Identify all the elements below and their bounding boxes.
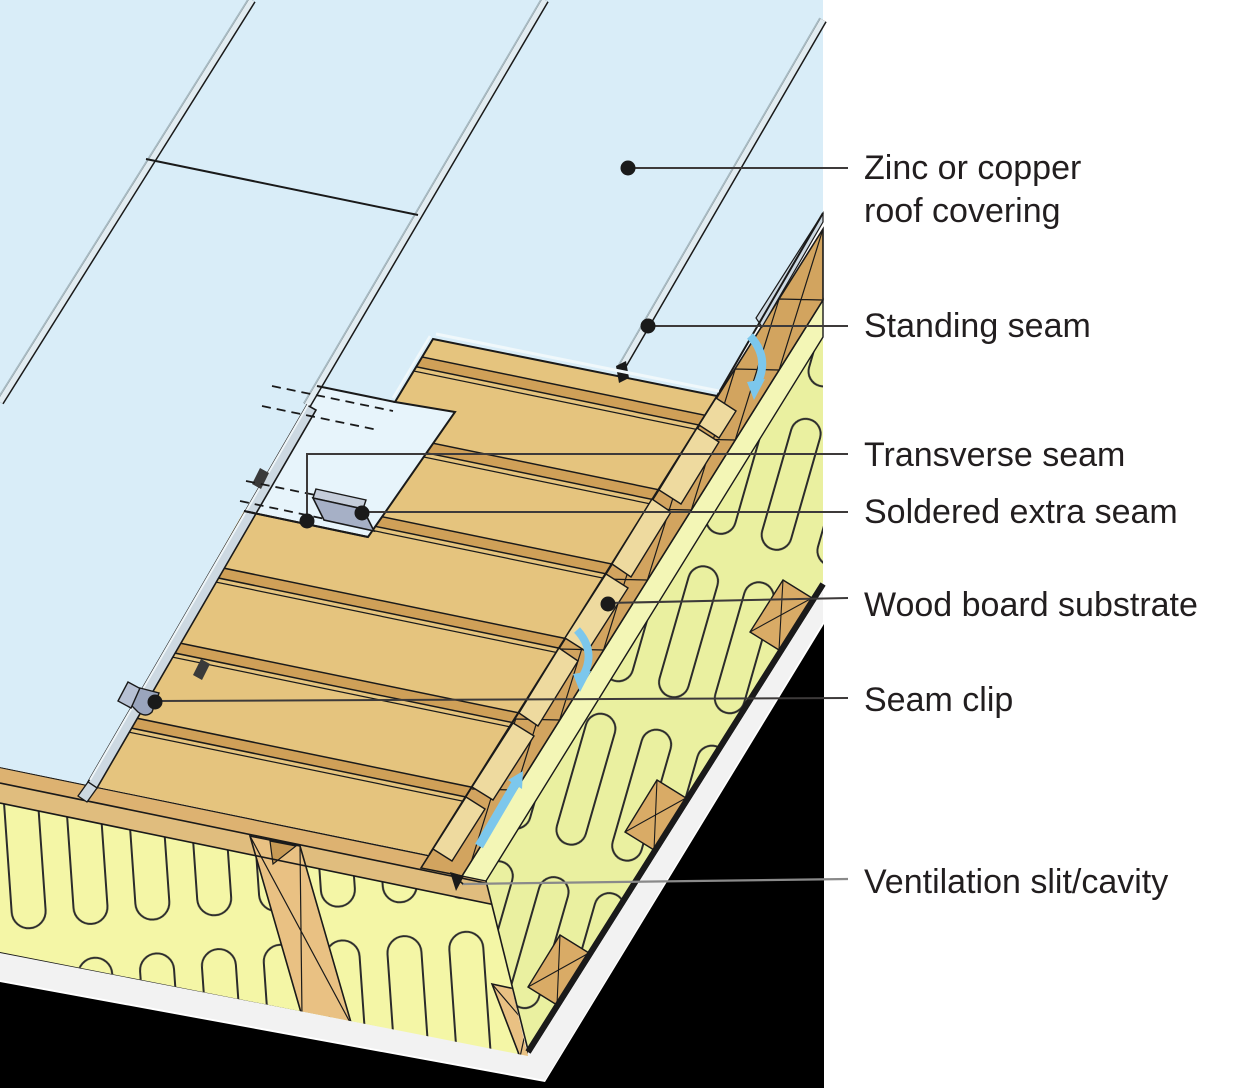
cut-edge-highlight xyxy=(391,335,432,399)
leader-lines xyxy=(154,167,849,886)
airflow-arrows xyxy=(475,333,767,849)
transverse-seam-upper xyxy=(145,158,419,216)
roof-covering-plane xyxy=(0,0,823,785)
dot-seam-clip xyxy=(147,694,163,710)
edge-strip-fold xyxy=(77,781,98,803)
leader-wood-board xyxy=(607,597,849,604)
dot-transverse-seam xyxy=(299,513,315,529)
transverse-seam-visible xyxy=(316,385,396,403)
label-seam-clip: Seam clip xyxy=(864,681,1014,719)
cutaway-outline xyxy=(243,212,824,539)
leader-seam-clip xyxy=(154,697,849,702)
label-standing-seam: Standing seam xyxy=(864,307,1091,345)
shadow-area xyxy=(0,624,824,1088)
leader-dots xyxy=(147,160,656,891)
label-ventilation: Ventilation slit/cavity xyxy=(864,863,1169,901)
rafter xyxy=(248,834,354,1028)
label-transverse-seam: Transverse seam xyxy=(864,436,1126,474)
standing-seam-2 xyxy=(303,0,549,408)
soldered-seam-patch xyxy=(311,488,376,533)
vent-leader-arrow xyxy=(450,872,464,891)
airflow-arrow xyxy=(573,627,593,678)
dot-soldered-seam xyxy=(354,505,370,521)
edge-strip-clip-mark xyxy=(193,659,210,680)
label-wood-board-substrate: Wood board substrate xyxy=(864,586,1198,624)
insulation-hatch-side xyxy=(486,337,823,1050)
ceiling-board-edge xyxy=(0,586,823,1080)
cut-edge-highlight xyxy=(435,332,720,393)
dot-standing-seam xyxy=(640,318,656,334)
leader-ventilation xyxy=(461,877,849,886)
insulation-hatch-front xyxy=(0,803,528,1056)
standing-seam-3 xyxy=(616,17,827,383)
batten-cross-section xyxy=(527,579,813,1006)
airflow-arrowhead xyxy=(508,771,523,789)
standing-seam-1 xyxy=(0,0,256,405)
label-roof-covering: Zinc or copper roof covering xyxy=(864,149,1082,230)
gable-cut-face xyxy=(485,337,826,1054)
leader-transverse-seam xyxy=(306,453,848,519)
airflow-arrowhead xyxy=(747,379,765,400)
airflow-arrow xyxy=(746,333,767,386)
airflow-arrowhead xyxy=(573,671,591,692)
airflow-arrow xyxy=(475,780,520,849)
label-soldered-extra-seam: Soldered extra seam xyxy=(864,493,1178,531)
edge-strip-clip-mark xyxy=(252,468,269,489)
dot-roof-covering xyxy=(620,160,636,176)
board-ends xyxy=(432,397,737,862)
dot-wood-board xyxy=(600,596,616,612)
